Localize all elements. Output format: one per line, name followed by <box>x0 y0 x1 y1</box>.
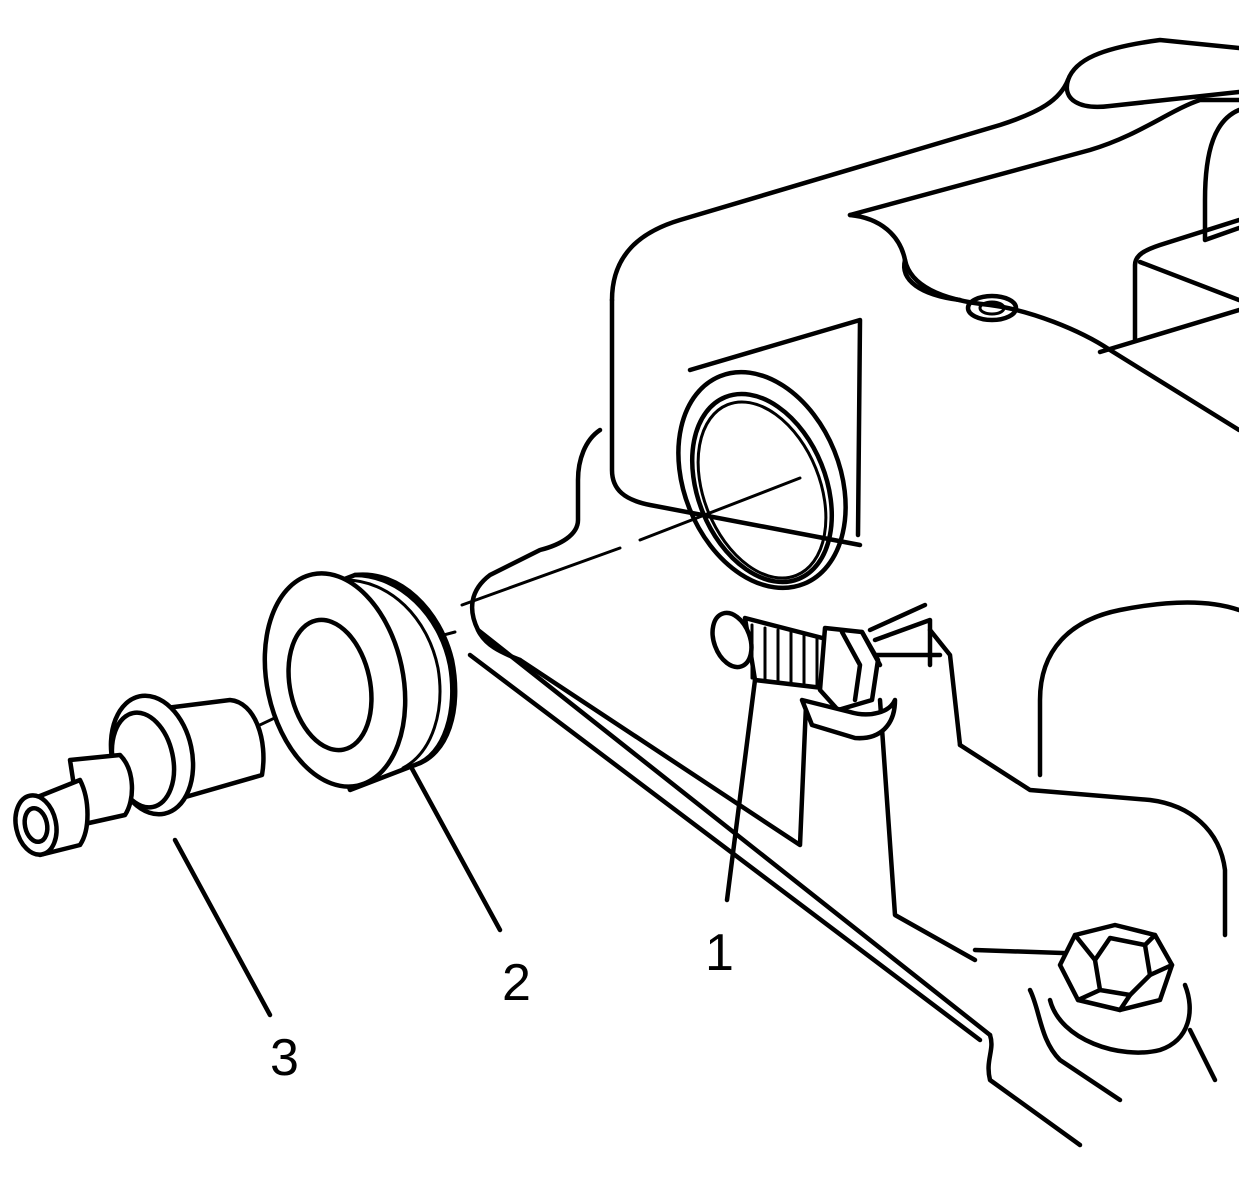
callout-2: 2 <box>502 954 531 1012</box>
port-bore <box>676 369 848 591</box>
leader-lines <box>172 677 758 1018</box>
pcv-valve <box>13 693 266 858</box>
leader-3 <box>172 837 273 1018</box>
cover-housing <box>467 37 1239 1148</box>
stud-bolt <box>710 602 933 741</box>
callout-3: 3 <box>270 1029 299 1087</box>
hex-nut <box>1057 922 1175 1013</box>
leader-1 <box>724 677 758 903</box>
grommet-seal <box>262 571 458 793</box>
callout-1: 1 <box>705 924 734 982</box>
leader-2 <box>407 762 503 933</box>
